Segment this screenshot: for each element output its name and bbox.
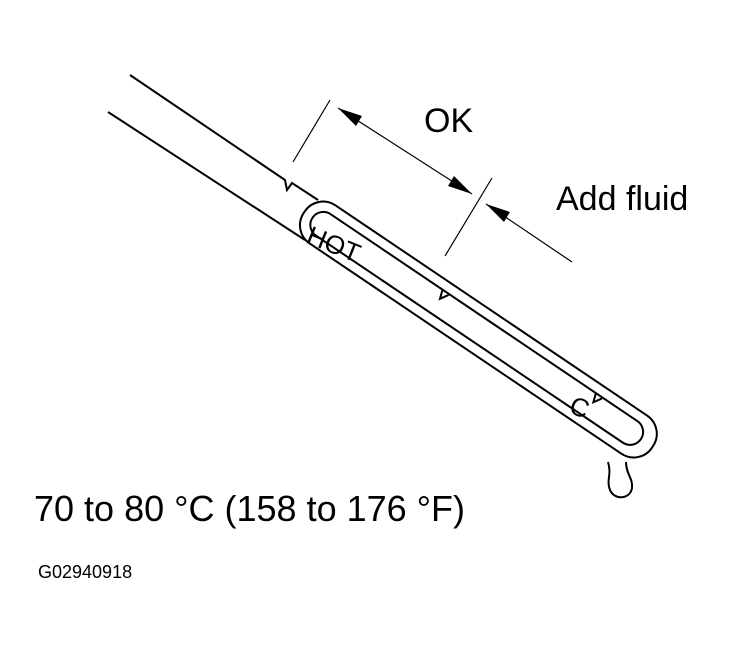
ok-extension-line-left: [292, 99, 331, 163]
temperature-label: 70 to 80 °C (158 to 176 °F): [34, 488, 466, 529]
figure-code: G02940918: [38, 562, 133, 582]
ok-extension-line-right: [444, 177, 493, 257]
cold-mark-notch: [591, 392, 603, 405]
arrow-head-right: [448, 176, 472, 194]
hot-mark-notch: [438, 289, 450, 301]
dipstick-shaft-lower-edge: [107, 111, 306, 241]
add-fluid-label: Add fluid: [556, 180, 689, 218]
dipstick-blade-outline: [298, 200, 658, 459]
arrow-head-left: [338, 108, 362, 126]
ok-dimension-line: [337, 107, 473, 195]
ok-label: OK: [424, 102, 474, 140]
fluid-drip: [607, 461, 634, 499]
dipstick-blade-inner: [309, 210, 645, 446]
arrow-head-add-fluid: [486, 204, 510, 222]
dipstick-shaft-upper-edge: [129, 74, 319, 201]
